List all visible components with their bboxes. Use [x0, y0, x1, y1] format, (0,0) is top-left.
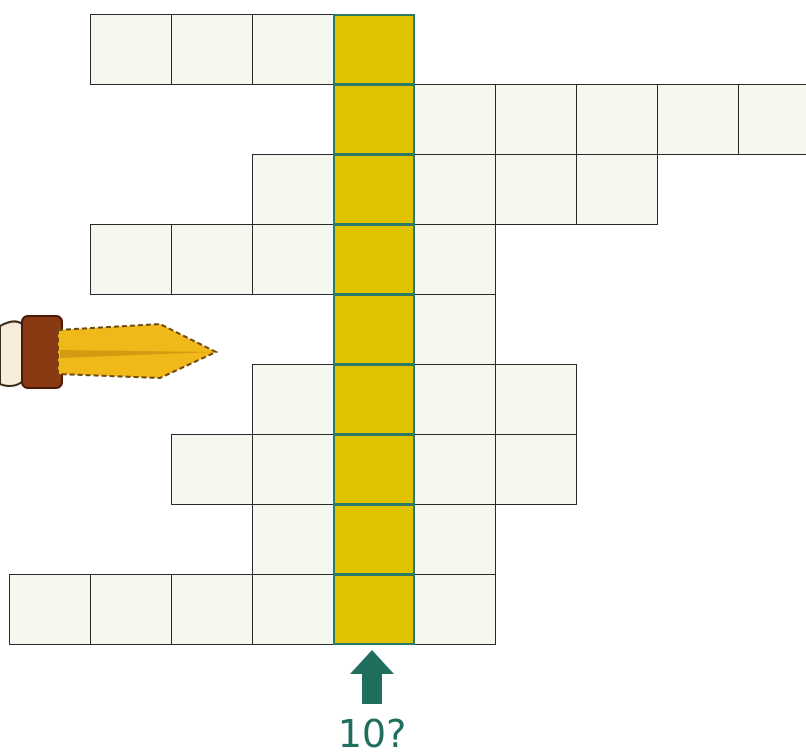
crossword-cell[interactable] [576, 84, 658, 155]
crossword-cell[interactable] [414, 434, 496, 505]
crossword-cell[interactable] [576, 154, 658, 225]
key-column-cell[interactable] [333, 14, 415, 85]
key-column-cell[interactable] [333, 84, 415, 155]
key-column-cell[interactable] [333, 574, 415, 645]
crossword-cell[interactable] [252, 434, 334, 505]
crossword-cell[interactable] [414, 574, 496, 645]
crossword-cell[interactable] [9, 574, 91, 645]
crossword-cell[interactable] [252, 364, 334, 435]
crossword-cell[interactable] [252, 574, 334, 645]
crossword-cell[interactable] [171, 434, 253, 505]
crossword-cell[interactable] [414, 84, 496, 155]
crossword-cell[interactable] [657, 84, 739, 155]
crossword-cell[interactable] [252, 154, 334, 225]
key-column-cell[interactable] [333, 224, 415, 295]
crossword-cell[interactable] [414, 294, 496, 365]
up-arrow-icon [350, 650, 394, 704]
crossword-cell[interactable] [252, 14, 334, 85]
crossword-cell[interactable] [495, 84, 577, 155]
key-column-cell[interactable] [333, 154, 415, 225]
crossword-cell[interactable] [252, 504, 334, 575]
crossword-cell[interactable] [495, 154, 577, 225]
key-column-cell[interactable] [333, 504, 415, 575]
crossword-cell[interactable] [414, 154, 496, 225]
crossword-cell[interactable] [495, 364, 577, 435]
sword-pointer-icon [0, 306, 225, 398]
crossword-cell[interactable] [90, 574, 172, 645]
key-column-cell[interactable] [333, 434, 415, 505]
crossword-cell[interactable] [252, 224, 334, 295]
key-column-clue: 10? [322, 712, 422, 756]
key-column-cell[interactable] [333, 294, 415, 365]
crossword-cell[interactable] [171, 224, 253, 295]
crossword-cell[interactable] [738, 84, 806, 155]
crossword-cell[interactable] [171, 574, 253, 645]
crossword-cell[interactable] [171, 14, 253, 85]
crossword-cell[interactable] [414, 364, 496, 435]
key-column-cell[interactable] [333, 364, 415, 435]
crossword-cell[interactable] [414, 224, 496, 295]
crossword-cell[interactable] [414, 504, 496, 575]
crossword-cell[interactable] [90, 14, 172, 85]
crossword-cell[interactable] [495, 434, 577, 505]
crossword-cell[interactable] [90, 224, 172, 295]
